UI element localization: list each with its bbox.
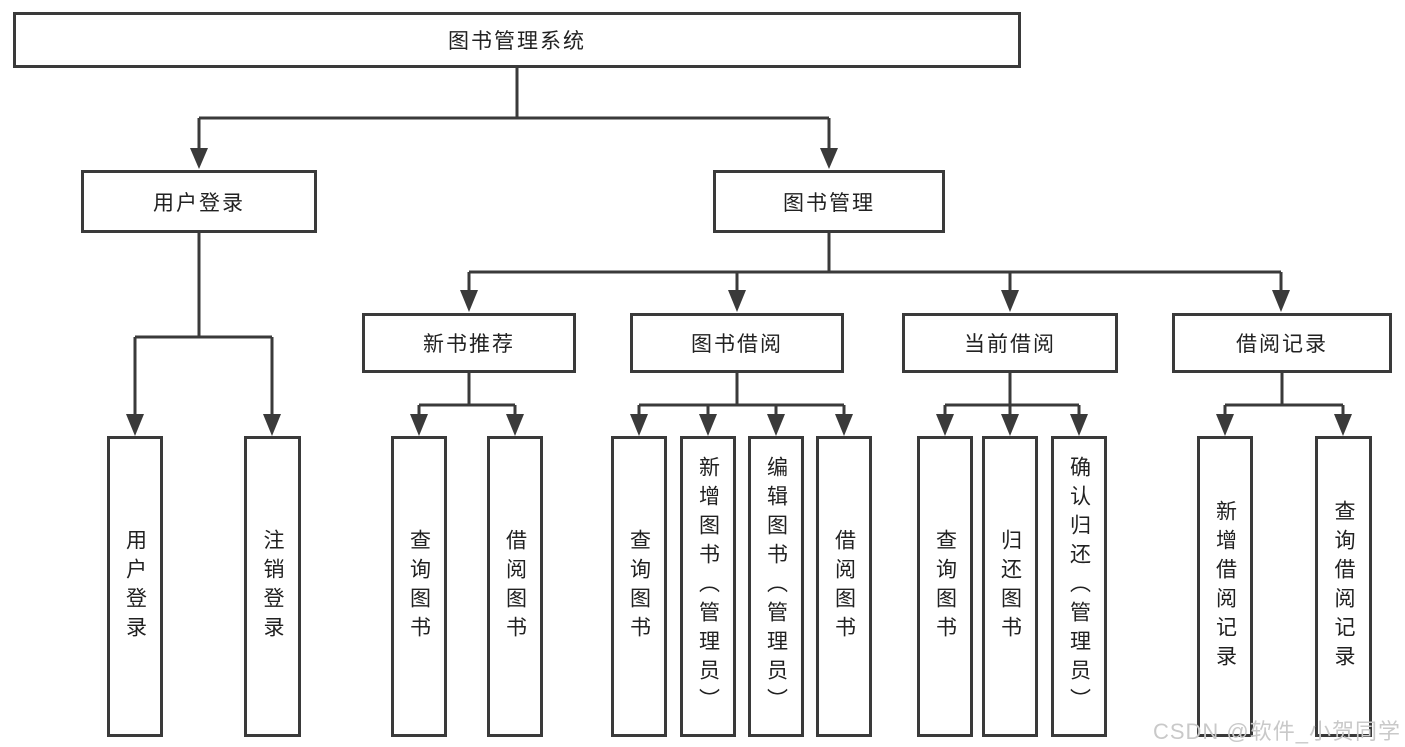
leaf-return-books: 归还图书 bbox=[982, 436, 1038, 737]
leaf-borrow-books-recommend-label: 借阅图书 bbox=[503, 528, 527, 645]
node-borrowing-records-label: 借阅记录 bbox=[1236, 333, 1328, 356]
leaf-confirm-return-admin: 确认归还（管理员） bbox=[1051, 436, 1107, 737]
leaf-add-books-admin-label: 新增图书（管理员） bbox=[696, 456, 720, 717]
leaf-user-login-label: 用户登录 bbox=[123, 528, 147, 645]
node-borrowing-records: 借阅记录 bbox=[1172, 313, 1392, 373]
leaf-query-books-recommend: 查询图书 bbox=[391, 436, 447, 737]
csdn-watermark: CSDN @软件_小贺同学 bbox=[1152, 719, 1401, 744]
leaf-logout-label: 注销登录 bbox=[261, 528, 284, 645]
node-user-login-label: 用户登录 bbox=[153, 191, 245, 215]
node-book-management: 图书管理 bbox=[713, 170, 945, 233]
leaf-query-borrow-record-label: 查询借阅记录 bbox=[1332, 499, 1355, 674]
node-root-label: 图书管理系统 bbox=[448, 30, 586, 53]
leaf-logout: 注销登录 bbox=[244, 436, 301, 737]
leaf-borrow-books-borrowing: 借阅图书 bbox=[816, 436, 872, 737]
node-current-borrowing: 当前借阅 bbox=[902, 313, 1118, 373]
leaf-confirm-return-admin-label: 确认归还（管理员） bbox=[1067, 456, 1091, 717]
leaf-return-books-label: 归还图书 bbox=[998, 528, 1022, 645]
leaf-borrow-books-recommend: 借阅图书 bbox=[487, 436, 543, 737]
node-new-book-recommendation: 新书推荐 bbox=[362, 313, 576, 373]
node-current-borrowing-label: 当前借阅 bbox=[964, 333, 1056, 356]
leaf-add-books-admin: 新增图书（管理员） bbox=[680, 436, 736, 737]
leaf-add-borrow-record: 新增借阅记录 bbox=[1197, 436, 1253, 737]
node-book-management-label: 图书管理 bbox=[783, 191, 875, 215]
leaf-query-books-current-label: 查询图书 bbox=[933, 528, 957, 645]
leaf-query-books-borrowing-label: 查询图书 bbox=[627, 528, 651, 645]
leaf-query-books-borrowing: 查询图书 bbox=[611, 436, 667, 737]
node-user-login: 用户登录 bbox=[81, 170, 317, 233]
node-book-borrowing: 图书借阅 bbox=[630, 313, 844, 373]
leaf-query-books-recommend-label: 查询图书 bbox=[407, 528, 431, 645]
leaf-query-borrow-record: 查询借阅记录 bbox=[1315, 436, 1372, 737]
leaf-user-login: 用户登录 bbox=[107, 436, 163, 737]
leaf-edit-books-admin-label: 编辑图书（管理员） bbox=[764, 456, 788, 717]
node-book-borrowing-label: 图书借阅 bbox=[691, 333, 783, 356]
leaf-edit-books-admin: 编辑图书（管理员） bbox=[748, 436, 804, 737]
leaf-borrow-books-borrowing-label: 借阅图书 bbox=[832, 528, 856, 645]
node-new-book-recommendation-label: 新书推荐 bbox=[423, 333, 515, 356]
leaf-query-books-current: 查询图书 bbox=[917, 436, 973, 737]
leaf-add-borrow-record-label: 新增借阅记录 bbox=[1213, 499, 1237, 674]
node-root-system: 图书管理系统 bbox=[13, 12, 1021, 68]
